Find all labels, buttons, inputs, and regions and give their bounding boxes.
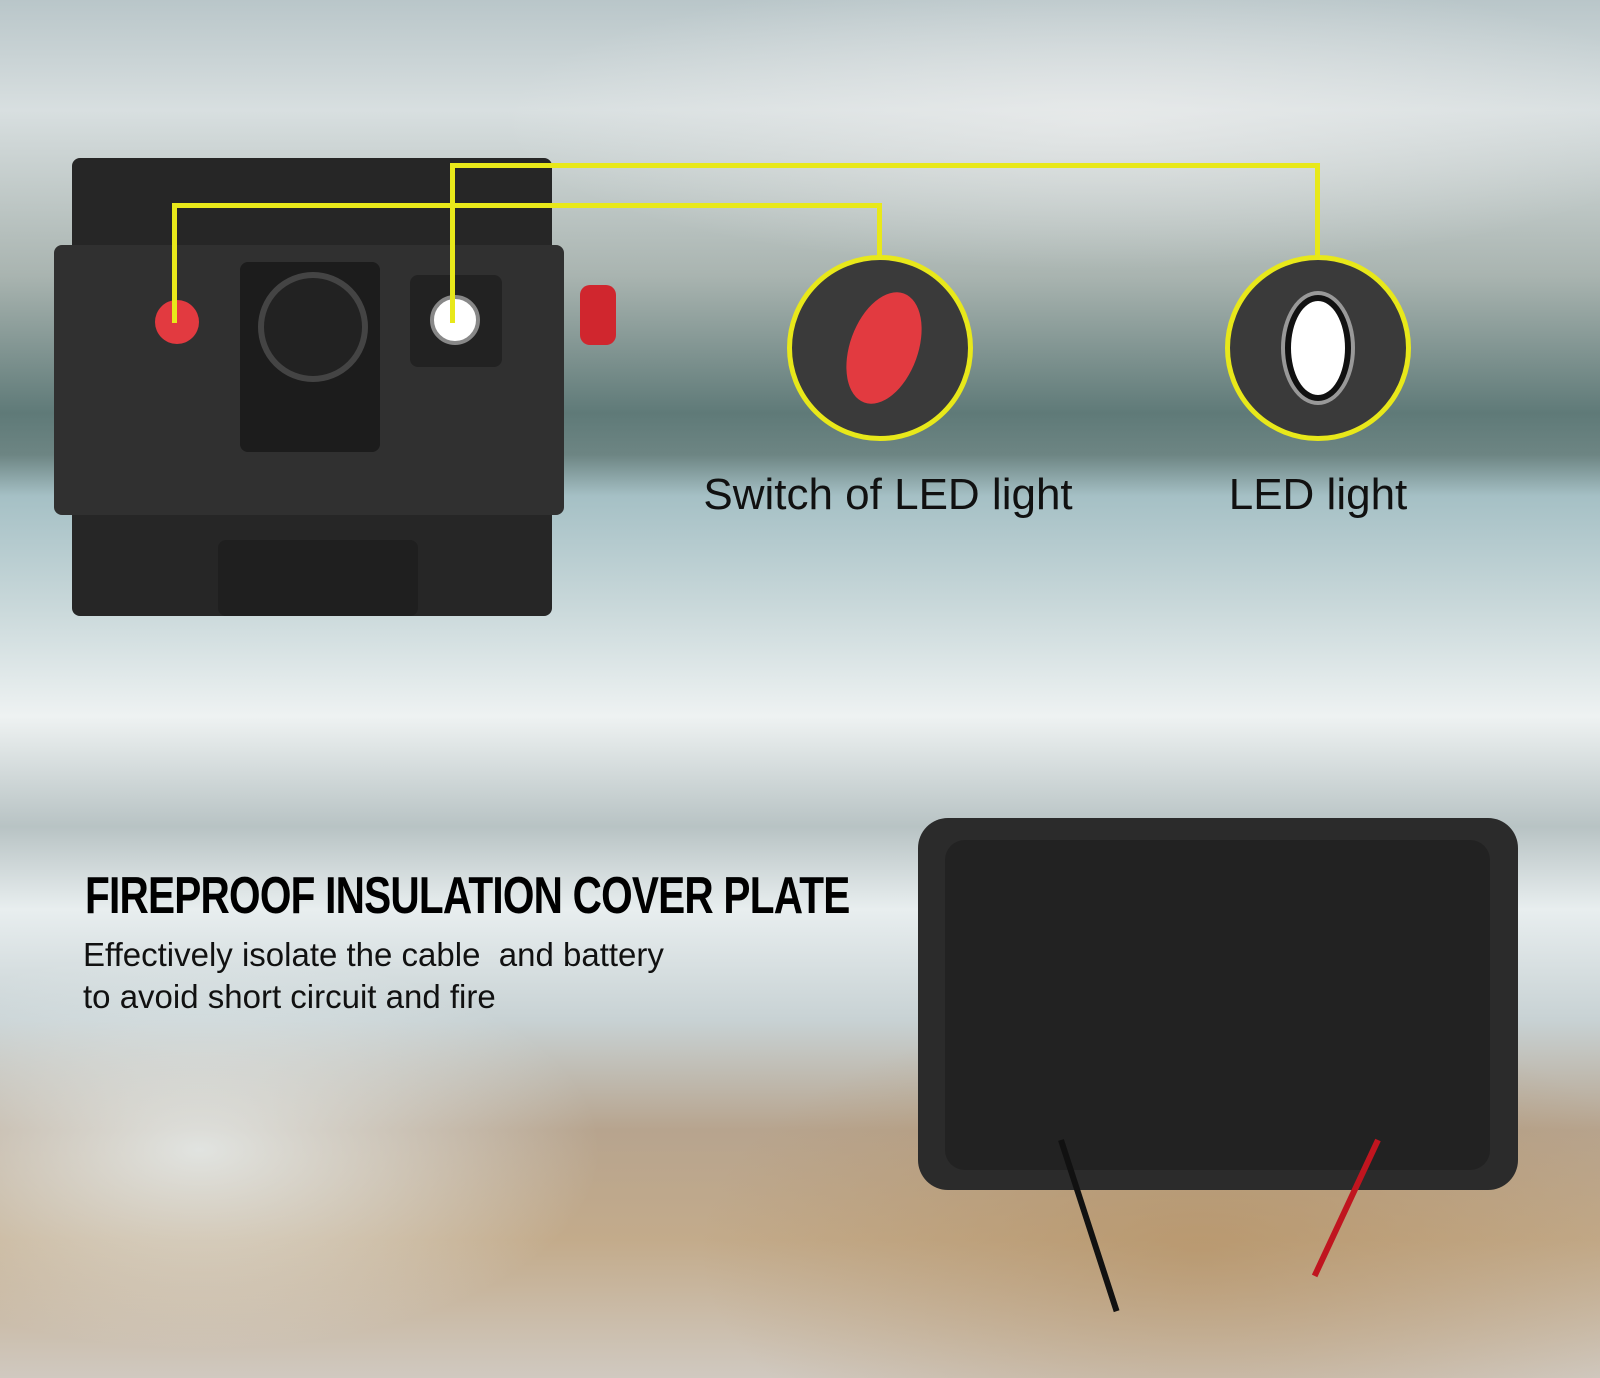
cover-desc-line1: Effectively isolate the cable and batter…	[83, 936, 664, 973]
rocker-switch-icon	[832, 281, 936, 415]
red-switch-icon	[155, 300, 199, 344]
cover-desc-line2: to avoid short circuit and fire	[83, 978, 496, 1015]
terminal-knob-icon	[580, 285, 616, 345]
switch-label: Switch of LED light	[703, 470, 1073, 519]
switch-closeup	[787, 255, 973, 441]
led-icon	[1285, 295, 1351, 401]
cover-title: FIREPROOF INSULATION COVER PLATE	[85, 867, 850, 925]
led-closeup	[1225, 255, 1411, 441]
led-label: LED light	[1228, 470, 1408, 519]
fan-icon	[258, 272, 368, 382]
led-light-icon	[430, 295, 480, 345]
